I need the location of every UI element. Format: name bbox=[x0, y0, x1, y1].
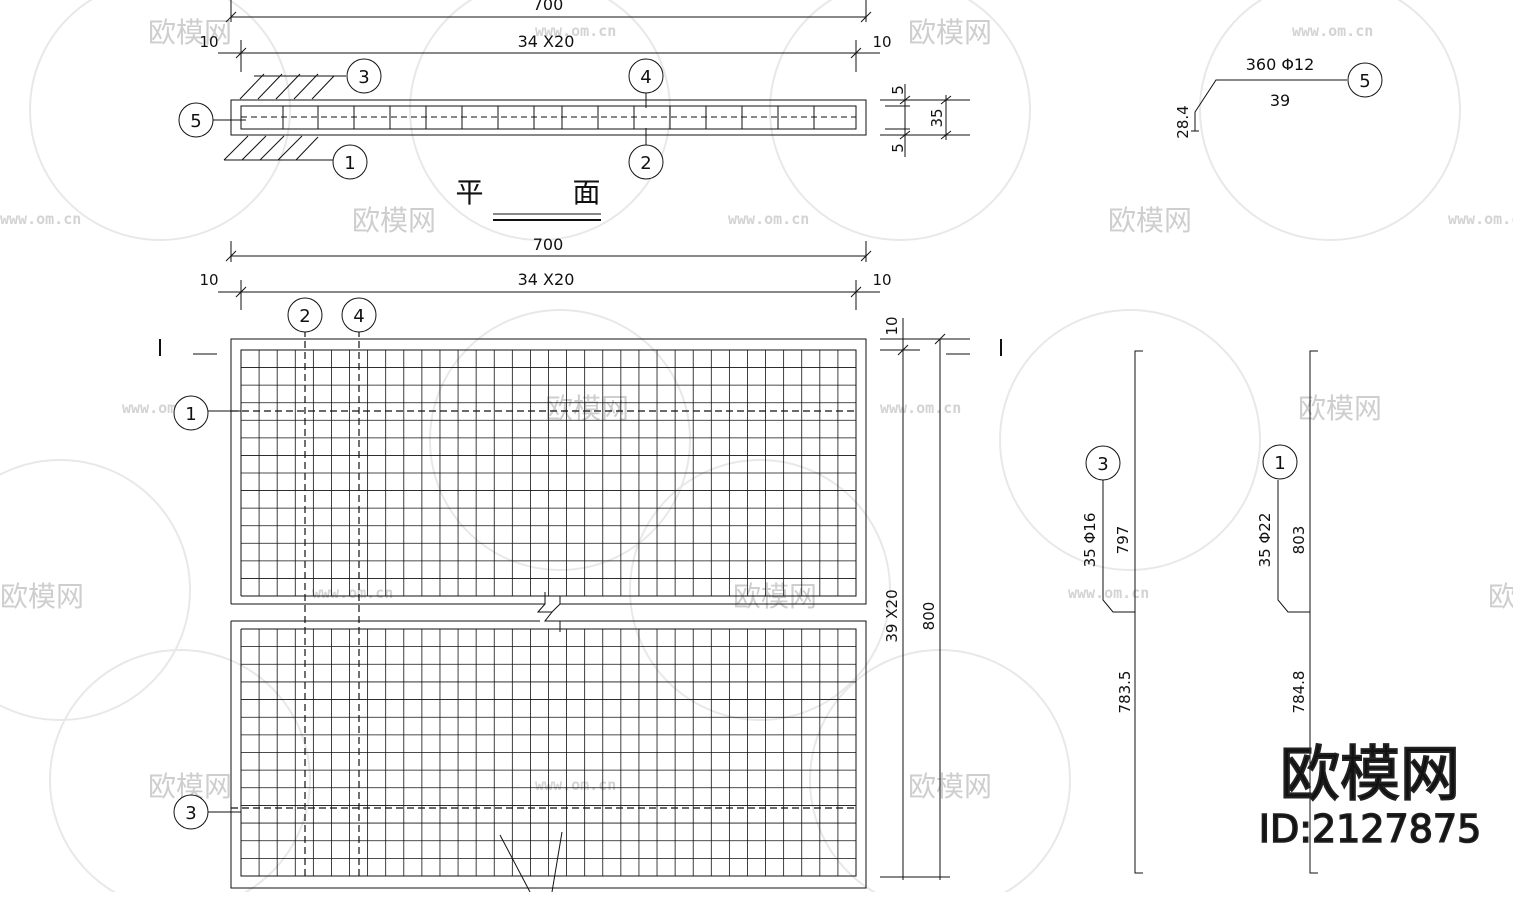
mesh-dim-vertical-spacing: 39 X20 bbox=[883, 589, 901, 642]
plan-dim-top: 5 bbox=[889, 85, 907, 95]
bar-1-upper: 803 bbox=[1290, 526, 1308, 555]
bar-3-spec: 35 Φ16 bbox=[1081, 513, 1099, 568]
bar-3-labels: 35 Φ16 797 783.5 3 bbox=[1081, 445, 1134, 714]
watermark-site: www.om.cn bbox=[1068, 584, 1149, 602]
mesh-dim-top-edge: 10 bbox=[883, 316, 901, 335]
callout-bubble-3: 3 bbox=[346, 58, 382, 94]
svg-text:5: 5 bbox=[1359, 71, 1370, 92]
bar-3-detail bbox=[1102, 350, 1143, 874]
svg-text:1: 1 bbox=[1274, 453, 1285, 474]
brand-logo-text: 欧模网 bbox=[1280, 740, 1460, 810]
watermark-site: www.om.cn bbox=[312, 584, 393, 602]
watermark-site: www.om.cn bbox=[0, 210, 81, 228]
svg-text:3: 3 bbox=[185, 803, 196, 824]
mesh-dim-edge-right: 10 bbox=[872, 271, 891, 289]
watermark-site: www.om.cn bbox=[535, 22, 616, 40]
callout-bubble-2: 2 bbox=[287, 297, 323, 333]
callout-bubble-4: 4 bbox=[341, 297, 377, 333]
brand-id-text: ID:2127875 bbox=[1259, 807, 1482, 851]
callout-bubble-4: 4 bbox=[628, 58, 664, 94]
plan-dim-bottom: 5 bbox=[889, 143, 907, 153]
mesh-grid bbox=[241, 350, 856, 876]
svg-text:5: 5 bbox=[190, 111, 201, 132]
callout-bubble-1: 1 bbox=[332, 144, 368, 180]
callout-bubble-3: 3 bbox=[173, 794, 209, 830]
svg-text:4: 4 bbox=[640, 67, 651, 88]
bar-1-spec: 35 Φ22 bbox=[1256, 513, 1274, 568]
plan-hatching bbox=[223, 73, 346, 161]
plan-dim-edge-right: 10 bbox=[872, 33, 891, 51]
watermark-brand: 欧模网 bbox=[148, 16, 232, 49]
watermark-brand: 欧模网 bbox=[352, 204, 436, 237]
callout-bubble-1: 1 bbox=[1262, 444, 1298, 480]
bar-1-labels: 35 Φ22 803 784.8 1 bbox=[1256, 444, 1308, 714]
svg-text:2: 2 bbox=[640, 153, 651, 174]
mesh-dimensions bbox=[159, 241, 1002, 880]
watermark-brand: 欧模网 bbox=[0, 580, 84, 613]
bar-5-labels: 360 Φ12 39 28.4 5 bbox=[1174, 55, 1383, 139]
plan-callouts: 3 4 5 1 2 bbox=[178, 58, 664, 180]
mesh-panel bbox=[208, 330, 867, 893]
plan-dim-edge-left: 10 bbox=[199, 33, 218, 51]
brand-watermark: 欧模网 ID:2127875 bbox=[1258, 739, 1482, 852]
watermark-site: www.om.cn bbox=[1448, 210, 1513, 228]
svg-text:1: 1 bbox=[185, 404, 196, 425]
callout-bubble-1: 1 bbox=[173, 395, 209, 431]
plan-title: 平 面 bbox=[456, 176, 641, 209]
plan-labels: 700 34 X20 10 10 5 35 5 平 面 bbox=[199, 0, 946, 209]
bar-5-detail bbox=[1191, 79, 1347, 132]
bar-3-upper: 797 bbox=[1114, 526, 1132, 555]
callout-bubble-5: 5 bbox=[1347, 62, 1383, 98]
bar-5-hook: 28.4 bbox=[1174, 105, 1192, 138]
mesh-dim-edge-left: 10 bbox=[199, 271, 218, 289]
bar-5-length: 39 bbox=[1270, 91, 1290, 110]
bar-1-lower: 784.8 bbox=[1290, 671, 1308, 714]
watermark-site: www.om.cn bbox=[728, 210, 809, 228]
mesh-dim-spacing: 34 X20 bbox=[518, 270, 575, 289]
svg-text:3: 3 bbox=[358, 67, 369, 88]
callout-bubble-2: 2 bbox=[628, 144, 664, 180]
watermark-site: www.om.cn bbox=[1292, 22, 1373, 40]
watermark-site: www.om.cn bbox=[535, 776, 616, 794]
plan-dim-total: 700 bbox=[533, 0, 564, 14]
watermark-site: www.om.cn bbox=[880, 399, 961, 417]
svg-text:1: 1 bbox=[344, 153, 355, 174]
bar-1-detail bbox=[1277, 350, 1318, 874]
watermark-brand: 欧模网 bbox=[908, 770, 992, 803]
bar-3-lower: 783.5 bbox=[1116, 671, 1134, 714]
svg-text:2: 2 bbox=[299, 306, 310, 327]
mesh-callouts: 2 4 1 3 bbox=[173, 297, 377, 830]
watermark-brand: 欧模网 bbox=[1298, 392, 1382, 425]
watermark-brand: 欧模网 bbox=[908, 16, 992, 49]
plan-view bbox=[213, 0, 970, 221]
watermark-brand: 欧模网 bbox=[545, 392, 629, 425]
mesh-dimension-labels: 700 34 X20 10 10 10 39 X20 800 bbox=[199, 235, 938, 643]
callout-bubble-3: 3 bbox=[1085, 445, 1121, 481]
bar-5-spec: 360 Φ12 bbox=[1246, 55, 1315, 74]
mesh-dim-total: 700 bbox=[533, 235, 564, 254]
watermark-brand: 欧模网 bbox=[1488, 580, 1513, 613]
svg-text:3: 3 bbox=[1097, 454, 1108, 475]
svg-text:4: 4 bbox=[353, 306, 364, 327]
watermark-brand: 欧模网 bbox=[1108, 204, 1192, 237]
callout-bubble-5: 5 bbox=[178, 102, 214, 138]
plan-dim-height: 35 bbox=[928, 108, 946, 127]
plan-dim-spacing: 34 X20 bbox=[518, 32, 575, 51]
mesh-dim-vertical-total: 800 bbox=[920, 602, 938, 631]
